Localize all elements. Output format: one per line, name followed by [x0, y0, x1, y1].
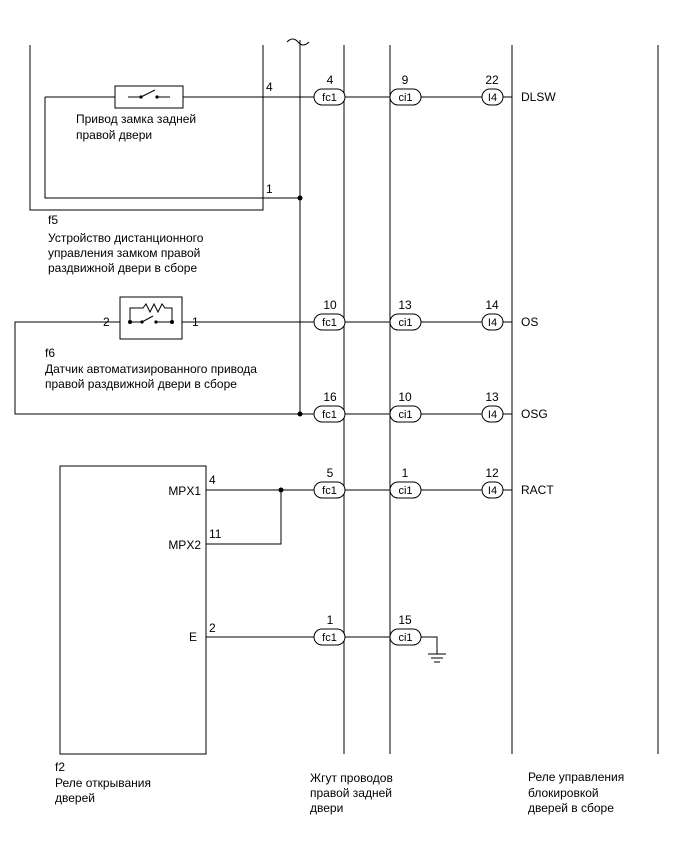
f2-terminal-mpx1: MPX1 — [168, 484, 201, 498]
f2-code: f2 — [55, 760, 65, 774]
signal-label-dlsw: DLSW — [521, 90, 556, 104]
door-sensor-icon — [119, 296, 183, 340]
connector-fc1-row-1: fc1 — [313, 88, 346, 106]
f5-inner-label-2: правой двери — [76, 128, 152, 142]
f6-name-2: правой раздвижной двери в сборе — [45, 377, 237, 391]
connector-i4-row-1: I4 — [481, 88, 504, 106]
pin-ci1-row-5: 15 — [398, 613, 412, 627]
connector-ci1-row-5: ci1 — [389, 628, 422, 646]
pin-i4-row-1: 22 — [485, 73, 499, 87]
connector-label: ci1 — [398, 92, 412, 104]
f5-inner-label-1: Привод замка задней — [76, 112, 196, 126]
signal-label-ract: RACT — [521, 483, 554, 497]
wire-f6-pin2 — [14, 321, 300, 415]
f5-name-2: управления замком правой — [48, 246, 200, 260]
pin-fc1-row-5: 1 — [327, 613, 334, 627]
pin-fc1-row-4: 5 — [327, 466, 334, 480]
connector-fc1-row-4: fc1 — [313, 481, 346, 499]
break-mark — [286, 38, 310, 46]
f2-pin-2: 2 — [209, 621, 216, 635]
connector-fc1-row-2: fc1 — [313, 313, 346, 331]
signal-label-os: OS — [521, 315, 538, 329]
harness-name-2: правой задней — [310, 786, 392, 800]
connector-label: ci1 — [398, 317, 412, 329]
pin-ci1-row-1: 9 — [402, 73, 409, 87]
pin-i4-row-4: 12 — [485, 466, 499, 480]
f5-pin-4: 4 — [266, 80, 273, 94]
connector-fc1-row-3: fc1 — [313, 405, 346, 423]
connector-label: fc1 — [322, 485, 337, 497]
f2-pin-11: 11 — [209, 527, 222, 541]
connector-label: ci1 — [398, 485, 412, 497]
connector-label: I4 — [488, 317, 497, 329]
connector-label: I4 — [488, 485, 497, 497]
connector-label: fc1 — [322, 317, 337, 329]
wire-mpx2 — [206, 490, 282, 545]
f6-name-1: Датчик автоматизированного привода — [45, 362, 257, 376]
connector-label: I4 — [488, 92, 497, 104]
connector-i4-row-3: I4 — [481, 405, 504, 423]
junction-f5-ground — [297, 195, 303, 201]
f5-component-box — [29, 45, 264, 211]
connector-ci1-row-3: ci1 — [389, 405, 422, 423]
f2-name-2: дверей — [55, 791, 95, 805]
connector-label: fc1 — [322, 92, 337, 104]
connector-label: ci1 — [398, 409, 412, 421]
connector-label: I4 — [488, 409, 497, 421]
pin-i4-row-3: 13 — [485, 390, 499, 404]
connector-fc1-row-5: fc1 — [313, 628, 346, 646]
relay-name-2: блокировкой — [528, 786, 599, 800]
f5-name-3: раздвижной двери в сборе — [48, 261, 197, 275]
f6-pin-1: 1 — [192, 315, 199, 329]
wire-e-ground — [206, 636, 438, 654]
f2-name-1: Реле открывания — [55, 776, 151, 790]
ground-icon — [428, 653, 446, 663]
pin-i4-row-2: 14 — [485, 298, 499, 312]
pin-ci1-row-4: 1 — [402, 466, 409, 480]
f2-relay-box — [59, 465, 207, 755]
connector-label: ci1 — [398, 632, 412, 644]
connector-ci1-row-2: ci1 — [389, 313, 422, 331]
connector-label: fc1 — [322, 409, 337, 421]
pin-fc1-row-1: 4 — [327, 73, 334, 87]
f2-terminal-e: E — [189, 630, 197, 644]
signal-label-osg: OSG — [521, 407, 548, 421]
harness-name-1: Жгут проводов — [310, 771, 393, 785]
relay-name-1: Реле управления — [528, 770, 624, 784]
connector-i4-row-2: I4 — [481, 313, 504, 331]
f5-inner-actuator-box — [44, 97, 263, 199]
connector-label: fc1 — [322, 632, 337, 644]
pin-ci1-row-3: 10 — [398, 390, 412, 404]
f5-name-1: Устройство дистанционного — [48, 231, 204, 245]
pin-fc1-row-3: 16 — [323, 390, 337, 404]
f2-terminal-mpx2: MPX2 — [168, 538, 201, 552]
relay-name-3: дверей в сборе — [528, 801, 614, 815]
junction-mpx — [278, 487, 284, 493]
connector-i4-row-4: I4 — [481, 481, 504, 499]
f5-pin-1: 1 — [266, 182, 273, 196]
f5-code: f5 — [48, 213, 58, 227]
pin-ci1-row-2: 13 — [398, 298, 412, 312]
f2-pin-4: 4 — [209, 473, 216, 487]
harness-name-3: двери — [310, 801, 343, 815]
connector-ci1-row-4: ci1 — [389, 481, 422, 499]
f6-code: f6 — [45, 346, 55, 360]
connector-ci1-row-1: ci1 — [389, 88, 422, 106]
door-lock-switch-icon — [114, 85, 184, 109]
pin-fc1-row-2: 10 — [323, 298, 337, 312]
f6-pin-2: 2 — [103, 315, 110, 329]
